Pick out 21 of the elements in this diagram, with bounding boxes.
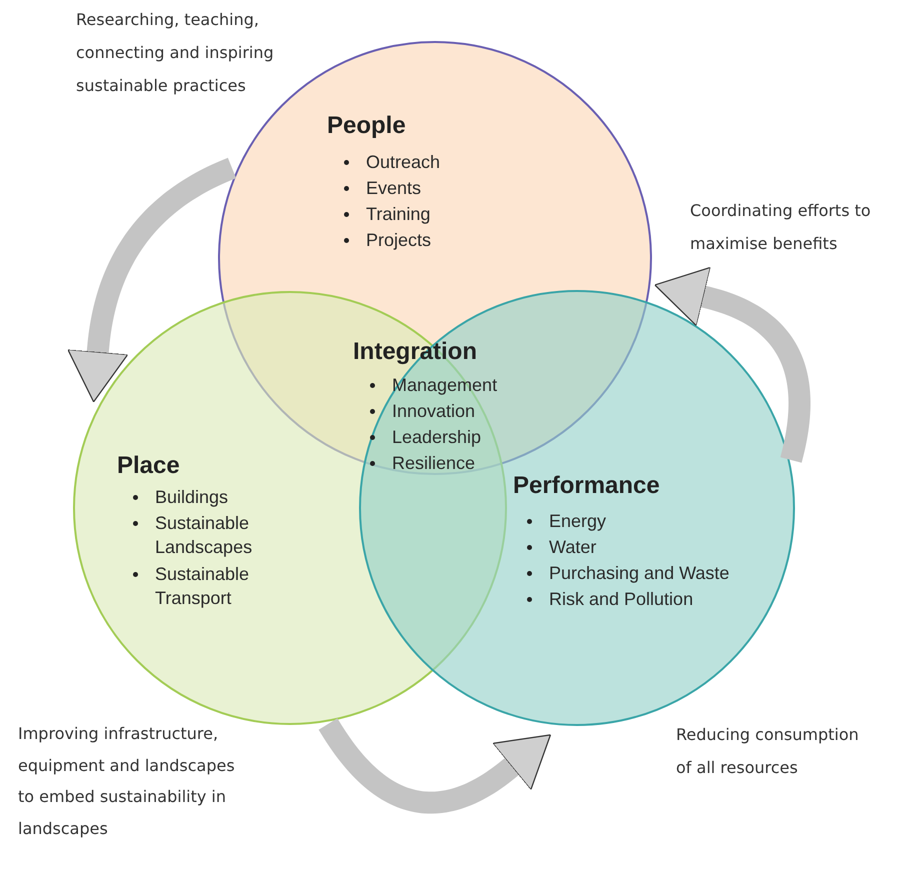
bullet-item: Outreach (338, 150, 526, 174)
bullet-item: Risk and Pollution (521, 587, 809, 611)
circle-heading: People (327, 112, 406, 140)
circle-heading: Performance (513, 472, 660, 500)
bullet-item: Sustainable Transport (127, 562, 305, 610)
bullet-item: Purchasing and Waste (521, 561, 809, 585)
bullet-item: Sustainable Landscapes (127, 511, 305, 559)
bullet-item: Innovation (364, 399, 552, 423)
description-text: Coordinating efforts to maximise benefits (690, 200, 872, 255)
bullet-item: Training (338, 202, 526, 226)
bullet-item: Events (338, 176, 526, 200)
bullet-item: Buildings (127, 485, 305, 509)
bullet-item: Leadership (364, 425, 552, 449)
circle-heading: Place (117, 452, 180, 480)
description-text: Reducing consumption of all resources (676, 724, 860, 779)
description-text: Researching, teaching, connecting and inspiring sustainable practices (76, 9, 275, 97)
bullet-item: Energy (521, 509, 809, 533)
description-text: Improving infrastructure, equipment and landscapes to embed sustainability in landscapes (18, 723, 236, 840)
bullet-item: Resilience (364, 451, 552, 475)
bullet-item: Projects (338, 228, 526, 252)
bullet-item: Water (521, 535, 809, 559)
